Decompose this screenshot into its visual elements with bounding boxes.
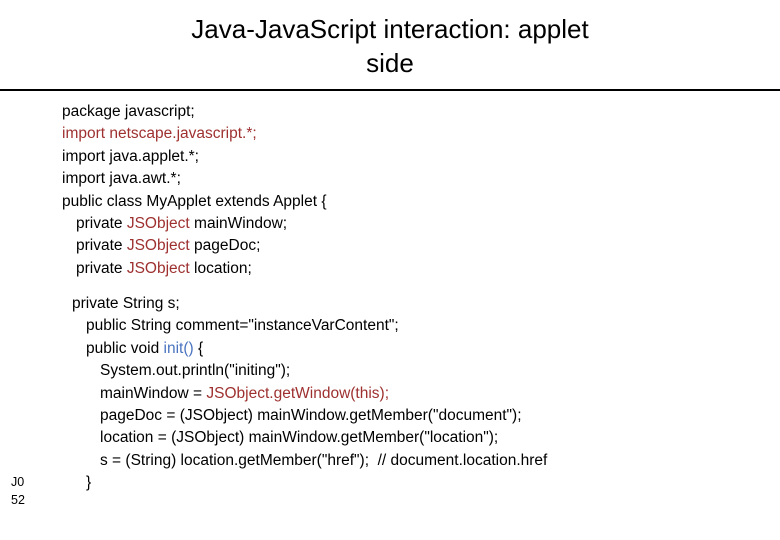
code-line: public class MyApplet extends Applet { [62,191,327,213]
code-token: import java.applet.*; [62,147,199,165]
code-line: location = (JSObject) mainWindow.getMemb… [72,427,547,449]
code-token: package javascript; [62,103,195,120]
code-line: import netscape.javascript.*; [62,123,327,145]
code-token: private [76,237,127,255]
code-line: import java.awt.*; [62,168,327,190]
page-title: Java-JavaScript interaction: applet side [191,14,589,78]
code-line: private JSObject mainWindow; [62,213,327,235]
code-token: private [76,215,127,233]
code-token: public void [86,339,164,357]
code-token: private String s; [72,295,180,312]
code-line: public void init() { [72,338,547,360]
code-line: } [72,472,547,494]
code-token: public class MyApplet extends Applet { [62,192,327,210]
code-line: import java.applet.*; [62,146,327,168]
code-block-imports-and-fields: package javascript; import netscape.javas… [62,101,327,280]
code-line: private JSObject location; [62,258,327,280]
code-line: s = (String) location.getMember("href");… [72,450,547,472]
code-token: s = (String) location.getMember("href");… [100,451,548,469]
slide-marker-label: J0 [11,475,25,489]
code-line: public String comment="instanceVarConten… [72,315,547,337]
code-token: import java.awt.*; [62,170,181,188]
slide-number: 52 [11,493,25,507]
title-divider [0,89,780,91]
code-token: import netscape.javascript.*; [62,125,257,143]
code-token: private [76,259,127,277]
code-token: location = (JSObject) mainWindow.getMemb… [100,429,499,447]
code-line: mainWindow = JSObject.getWindow(this); [72,383,547,405]
code-token: JSObject.getWindow(this); [206,384,390,402]
code-token: pageDoc = (JSObject) mainWindow.getMembe… [100,407,522,425]
code-token: mainWindow; [189,215,288,233]
code-token: location; [189,259,252,277]
code-token: init() [163,339,194,357]
code-line: pageDoc = (JSObject) mainWindow.getMembe… [72,405,547,427]
code-token: { [193,339,204,357]
code-line: System.out.println("initing"); [72,360,547,382]
code-line: private String s; [72,293,547,315]
code-token: } [86,474,92,492]
code-token: pageDoc; [189,237,261,255]
code-token: JSObject [126,237,190,255]
code-token: JSObject [126,215,190,233]
code-token: mainWindow = [100,384,207,402]
code-block-init-method: private String s; public String comment="… [72,293,547,495]
code-token: public String comment="instanceVarConten… [86,317,399,335]
code-token: JSObject [126,259,190,277]
code-line: private JSObject pageDoc; [62,235,327,257]
code-token: System.out.println("initing"); [100,362,291,380]
code-line: package javascript; [62,101,327,123]
